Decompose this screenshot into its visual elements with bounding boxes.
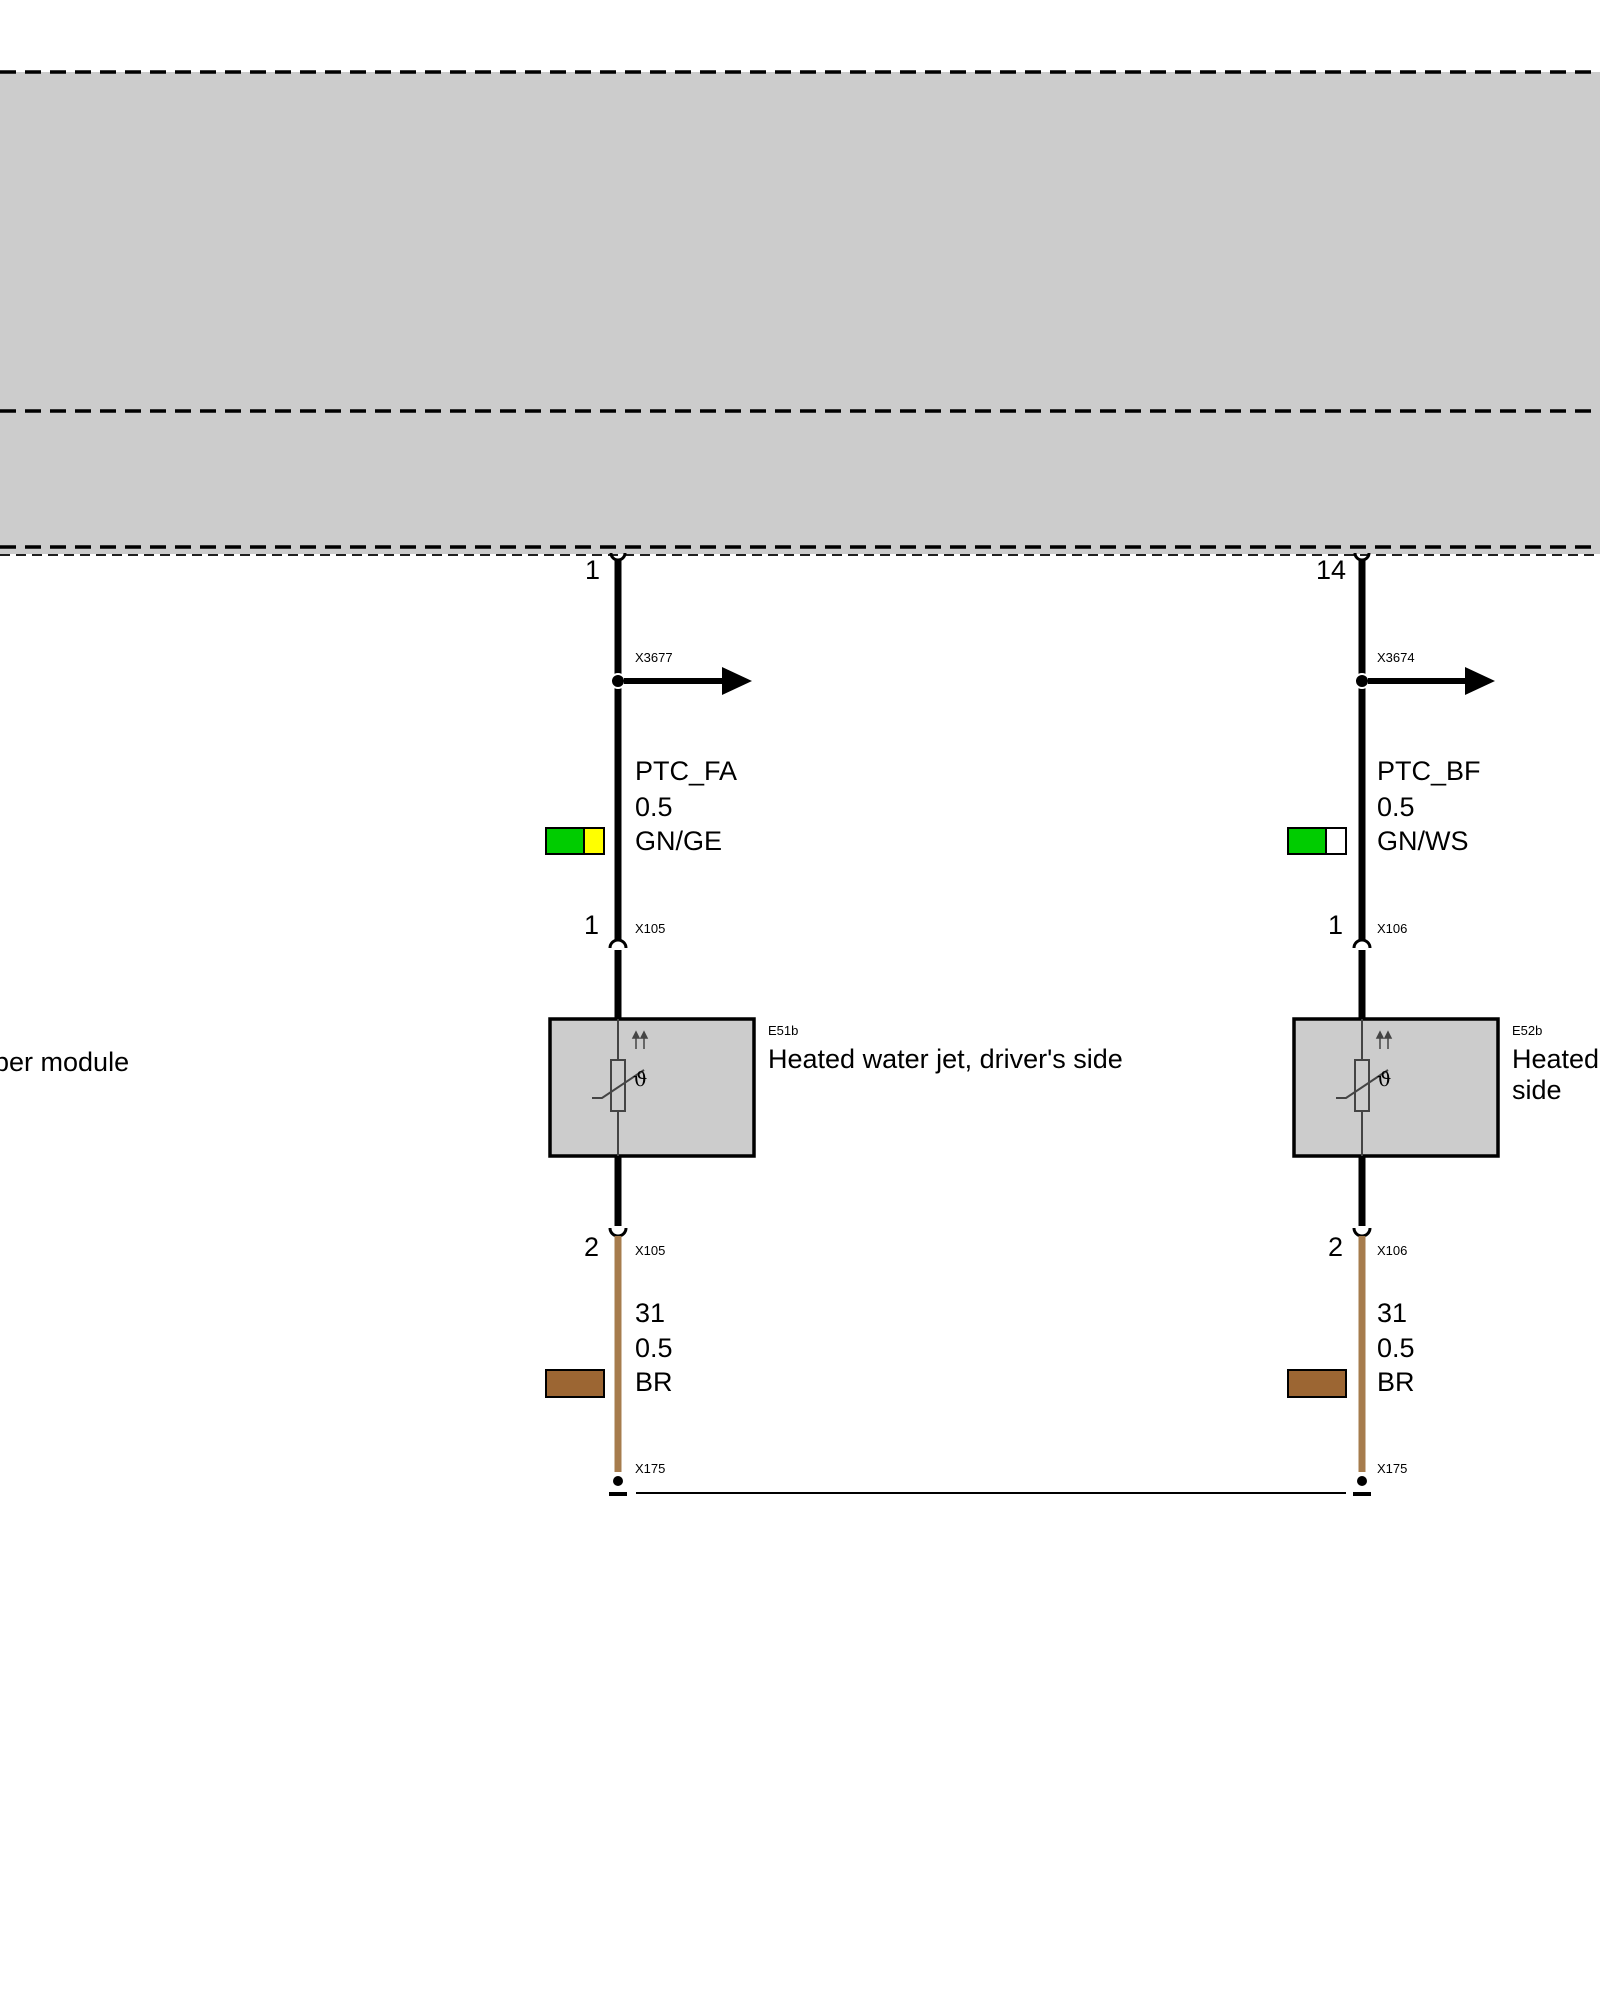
connector-cup-left-bottom xyxy=(608,1227,628,1238)
color-swatch-right xyxy=(1287,827,1347,855)
ground-swatch-left xyxy=(545,1369,605,1398)
connector-bottom-label-left: X105 xyxy=(635,1243,665,1258)
swatch-left-secondary xyxy=(583,827,605,855)
connector-cup-right-bottom xyxy=(1352,1227,1372,1238)
swatch-right-primary xyxy=(1287,827,1327,855)
heat-arrows-right xyxy=(1375,1030,1393,1049)
splice-dot-left xyxy=(610,673,626,689)
control-module xyxy=(0,70,1600,556)
theta-symbol-left: ϑ xyxy=(633,1067,647,1091)
component-name-left: Heated water jet, driver's side xyxy=(768,1044,1123,1074)
splice-dot-right xyxy=(1354,673,1370,689)
cross-section-left: 0.5 xyxy=(635,792,673,822)
connector-top-label-left: X105 xyxy=(635,921,665,936)
component-name-right-line2: side xyxy=(1512,1075,1562,1105)
connector-bottom-pin-right: 2 xyxy=(1328,1232,1343,1262)
ground-wire-label-left: 31 xyxy=(635,1298,665,1328)
ground-dot-right xyxy=(1357,1476,1367,1486)
connector-top-pin-right: 1 xyxy=(1328,910,1343,940)
signal-label-left: PTC_FA xyxy=(635,756,737,786)
splice-arrow-head-left xyxy=(722,667,752,695)
swatch-right-secondary xyxy=(1325,827,1347,855)
ptc-slash-left xyxy=(592,1069,645,1099)
color-swatch-left xyxy=(545,827,605,855)
module-label-fragment: per module xyxy=(0,1047,129,1077)
connector-top-label-right: X106 xyxy=(1377,921,1407,936)
connector-cup-right-top xyxy=(1352,938,1372,949)
ground-point-label-right: X175 xyxy=(1377,1461,1407,1476)
ground-cross-section-right: 0.5 xyxy=(1377,1333,1415,1363)
branch-left: 1 X3677 PTC_FA 0.5 GN/GE 1 X105 ϑ xyxy=(545,552,1123,1496)
component-id-right: E52b xyxy=(1512,1023,1542,1038)
splice-label-left: X3677 xyxy=(635,650,673,665)
pin-cup-left-top xyxy=(609,552,627,562)
connector-bottom-label-right: X106 xyxy=(1377,1243,1407,1258)
ground-cross-section-left: 0.5 xyxy=(635,1333,673,1363)
signal-label-right: PTC_BF xyxy=(1377,756,1481,786)
branch-right: 14 X3674 PTC_BF 0.5 GN/WS 1 X106 ϑ xyxy=(1287,552,1599,1496)
ptc-slash-right xyxy=(1336,1069,1389,1099)
pin-cup-right-top xyxy=(1353,552,1371,562)
ground-swatch-right xyxy=(1287,1369,1347,1398)
ground-dot-left xyxy=(613,1476,623,1486)
component-name-right-line1: Heated xyxy=(1512,1044,1599,1074)
ground-color-code-right: BR xyxy=(1377,1367,1415,1397)
color-code-left: GN/GE xyxy=(635,826,722,856)
color-code-right: GN/WS xyxy=(1377,826,1469,856)
module-pin-left: 1 xyxy=(585,555,600,585)
ground-point-label-left: X175 xyxy=(635,1461,665,1476)
heat-arrows-left xyxy=(631,1030,649,1049)
control-module-body xyxy=(0,72,1600,554)
swatch-left-primary xyxy=(545,827,585,855)
module-pin-right: 14 xyxy=(1316,555,1346,585)
theta-symbol-right: ϑ xyxy=(1377,1067,1391,1091)
cross-section-right: 0.5 xyxy=(1377,792,1415,822)
component-e52b: ϑ xyxy=(1292,1017,1500,1158)
connector-bottom-pin-left: 2 xyxy=(584,1232,599,1262)
component-body-left xyxy=(548,1017,756,1158)
component-id-left: E51b xyxy=(768,1023,798,1038)
component-e51b: ϑ xyxy=(548,1017,756,1158)
connector-cup-left-top xyxy=(608,938,628,949)
ground-wire-label-right: 31 xyxy=(1377,1298,1407,1328)
splice-arrow-head-right xyxy=(1465,667,1495,695)
ground-color-code-left: BR xyxy=(635,1367,673,1397)
splice-label-right: X3674 xyxy=(1377,650,1415,665)
connector-top-pin-left: 1 xyxy=(584,910,599,940)
component-body-right xyxy=(1292,1017,1500,1158)
